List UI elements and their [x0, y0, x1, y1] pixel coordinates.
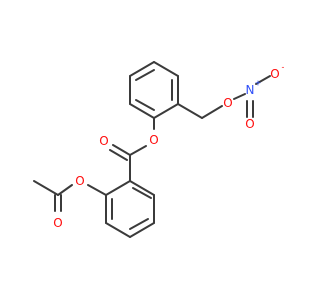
- atom-o-ester-link: O: [149, 133, 158, 147]
- atom-labels: O O O O O N + O - O: [53, 63, 284, 231]
- ring-bottom-bond: [129, 222, 155, 238]
- ester-carbonyl-double-bond-second: [109, 149, 128, 161]
- ring-bottom-bond-inner: [132, 187, 152, 199]
- ring-top-bond: [129, 103, 155, 119]
- molecule-structure: O O O O O N + O - O: [0, 0, 300, 300]
- ring-bottom-bond: [105, 222, 131, 238]
- atom-o-acetyl-carbonyl: O: [53, 216, 62, 230]
- ring-top-bond: [129, 61, 155, 77]
- acetyl-methyl-bond: [33, 180, 59, 196]
- n-o-minus-bond: [255, 75, 271, 85]
- ring-top-bond: [153, 103, 179, 119]
- aryl-acetoxy-o-bond: [87, 184, 107, 196]
- benzylic-bond: [177, 103, 203, 119]
- o-n-bond: [233, 93, 246, 100]
- ring-top-bond-inner: [135, 69, 155, 81]
- atom-o-nitrate-link: O: [223, 96, 232, 110]
- atom-o-carbonyl-ester: O: [99, 134, 108, 148]
- o-carbonyl-carbon-bond: [129, 145, 147, 156]
- atom-o-acetoxy-link: O: [75, 174, 84, 188]
- background: [0, 0, 300, 300]
- acetoxy-o-carbon-bond: [57, 184, 73, 196]
- ester-carbonyl-double-bond: [112, 144, 131, 156]
- atom-n-nitro-charge: +: [255, 79, 262, 88]
- ring-bottom-bond-inner: [129, 218, 149, 230]
- ch2-o-bond: [201, 105, 223, 119]
- atom-o-nitro-minus-charge: -: [282, 63, 285, 72]
- ring-bottom-bond: [105, 180, 131, 196]
- atom-o-nitro-minus: O: [270, 67, 279, 81]
- atom-o-nitro-double: O: [245, 117, 254, 131]
- atom-n-nitro: N: [246, 83, 255, 97]
- ring-top-bond: [153, 61, 179, 77]
- ring-bottom-bond: [129, 180, 155, 196]
- ring-top-bond-inner: [135, 99, 155, 111]
- bonds: [33, 61, 271, 238]
